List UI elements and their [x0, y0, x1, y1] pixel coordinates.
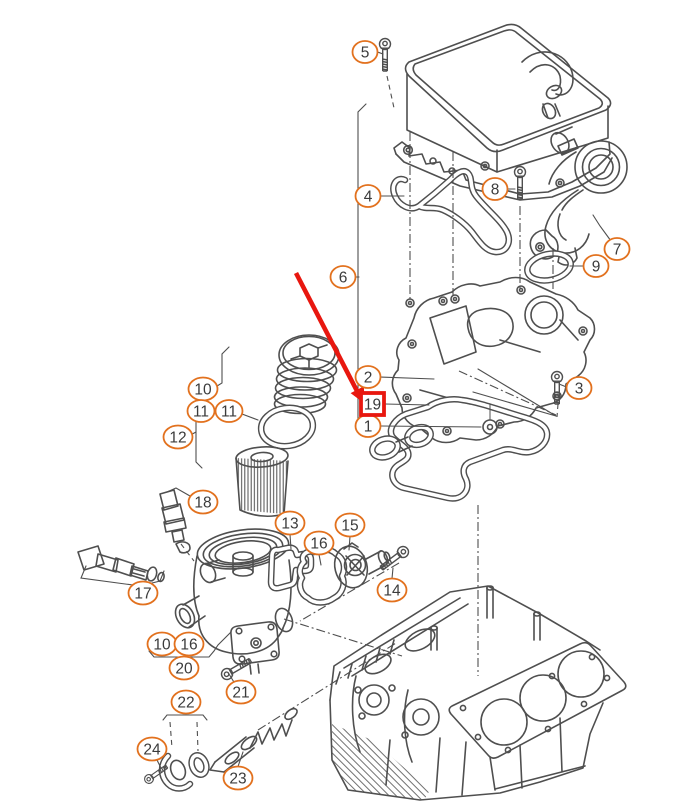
part-sensor-17 — [77, 545, 165, 583]
callout-14[interactable]: 14 — [376, 577, 408, 603]
svg-text:18: 18 — [194, 495, 211, 512]
thermostat-axis — [299, 562, 400, 622]
callout-23[interactable]: 23 — [222, 765, 254, 791]
callout-22[interactable]: 22 — [170, 689, 202, 715]
svg-text:7: 7 — [613, 242, 622, 259]
callout-19-highlighted[interactable]: 19 — [359, 391, 386, 417]
callout-16[interactable]: 16 — [303, 530, 335, 556]
part-bolt-21 — [218, 655, 254, 683]
svg-text:14: 14 — [383, 583, 401, 600]
part-o-ring-11 — [257, 404, 317, 450]
part-gasket-1-19 — [369, 396, 551, 502]
svg-text:5: 5 — [361, 45, 370, 62]
callout-11a[interactable]: 11 — [186, 399, 216, 423]
svg-text:4: 4 — [364, 189, 373, 206]
part-bolt-14 — [377, 543, 412, 574]
svg-text:9: 9 — [592, 259, 601, 276]
callout-16b[interactable]: 16 — [173, 631, 205, 657]
bolt-5-axis — [386, 75, 395, 109]
plate-axis — [458, 370, 557, 416]
part-sensor-18 — [159, 489, 191, 554]
part-seal-kit-22 — [158, 721, 210, 792]
svg-text:6: 6 — [339, 270, 348, 287]
svg-text:10: 10 — [153, 637, 171, 654]
callout-11b[interactable]: 11 — [214, 399, 244, 423]
svg-text:2: 2 — [364, 370, 373, 387]
callout-20[interactable]: 20 — [168, 655, 200, 681]
svg-text:24: 24 — [143, 742, 161, 759]
svg-text:13: 13 — [281, 516, 298, 533]
callout-2[interactable]: 2 — [354, 365, 382, 389]
sensor-18-axis — [180, 543, 195, 562]
callouts: 5 4 8 7 9 6 2 3 1 19 10 11 11 12 18 13 1… — [127, 40, 631, 791]
valve-axis — [257, 642, 397, 731]
callout-4[interactable]: 4 — [354, 184, 382, 208]
callout-3[interactable]: 3 — [565, 376, 593, 400]
svg-text:15: 15 — [341, 518, 358, 535]
part-engine-block — [329, 585, 627, 801]
part-filter-housing-body — [174, 528, 294, 675]
callout-leader-lines — [80, 51, 612, 769]
svg-text:23: 23 — [229, 771, 246, 788]
callout-8[interactable]: 8 — [481, 177, 509, 201]
part-gasket-9 — [524, 250, 574, 284]
cooler-to-plate-axes — [409, 132, 454, 299]
svg-text:16: 16 — [180, 637, 197, 654]
svg-text:16: 16 — [310, 536, 327, 553]
part-oil-cooler — [393, 23, 613, 201]
svg-text:17: 17 — [134, 586, 151, 603]
callout-21[interactable]: 21 — [225, 679, 257, 705]
callout-24[interactable]: 24 — [136, 736, 168, 762]
bolt-3-target-lines — [472, 368, 557, 417]
callout-9[interactable]: 9 — [582, 254, 610, 278]
callout-10b[interactable]: 10 — [146, 631, 178, 657]
callout-10[interactable]: 10 — [187, 376, 219, 402]
callout-7[interactable]: 7 — [603, 237, 631, 261]
part-filter-cap-10 — [273, 334, 340, 415]
part-relief-valve-23 — [209, 707, 298, 773]
svg-text:19: 19 — [364, 397, 381, 414]
svg-text:10: 10 — [194, 382, 212, 399]
svg-text:8: 8 — [491, 182, 500, 199]
part-filter-element-12 — [235, 446, 289, 518]
callout-12[interactable]: 12 — [162, 424, 194, 450]
callout-5[interactable]: 5 — [351, 40, 379, 64]
bolt-3-axis — [556, 403, 559, 418]
line-art — [77, 23, 628, 801]
callout-6[interactable]: 6 — [329, 265, 357, 289]
housing-to-block-axis — [283, 618, 403, 657]
callout-13[interactable]: 13 — [274, 510, 306, 536]
svg-text:20: 20 — [175, 661, 193, 678]
svg-text:1: 1 — [364, 419, 373, 436]
part-coolant-flange-7 — [529, 126, 628, 266]
part-bolt-5 — [378, 37, 392, 72]
svg-text:11: 11 — [193, 404, 209, 421]
svg-text:21: 21 — [232, 685, 249, 702]
svg-text:3: 3 — [575, 381, 584, 398]
svg-text:22: 22 — [177, 695, 194, 712]
callout-1[interactable]: 1 — [354, 414, 382, 438]
part-gasket-4 — [390, 167, 513, 256]
part-adapter-plate-2 — [391, 276, 596, 444]
callout-15[interactable]: 15 — [334, 512, 366, 538]
callout-17[interactable]: 17 — [127, 580, 159, 606]
svg-text:12: 12 — [169, 430, 186, 447]
callout-18[interactable]: 18 — [187, 489, 219, 515]
svg-text:11: 11 — [221, 404, 237, 421]
